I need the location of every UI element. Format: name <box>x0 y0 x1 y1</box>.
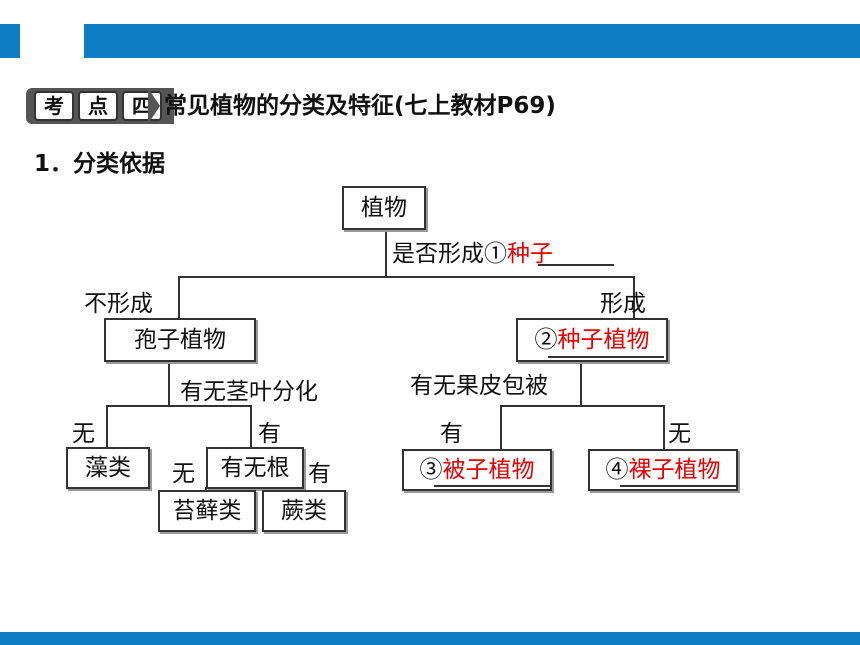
footer-bar <box>0 632 860 645</box>
criterion-stem-leaf: 有无茎叶分化 <box>180 379 318 405</box>
label-yes-stem-leaf: 有 <box>258 421 281 447</box>
header-accent-block <box>0 24 20 58</box>
answer-seed-underline <box>538 264 614 266</box>
answer-gymnosperm: 裸子植物 <box>628 457 721 483</box>
node-plants: 植物 <box>342 186 426 230</box>
criterion-seed: 是否形成①种子 <box>392 234 553 268</box>
subsection-title: 1．分类依据 <box>34 151 166 177</box>
root-q-drop <box>250 405 252 447</box>
badge-arrow-icon <box>148 88 160 124</box>
node-gymnosperm: ④裸子植物 <box>588 449 738 491</box>
label-root-yes: 有 <box>308 461 331 487</box>
label-no-stem-leaf: 无 <box>72 421 95 447</box>
label-root-no: 无 <box>172 461 195 487</box>
node-spore-plants: 孢子植物 <box>104 318 256 362</box>
answer-gymnosperm-underline <box>620 485 736 487</box>
algae-drop <box>106 405 108 447</box>
label-fruit-yes: 有 <box>440 421 463 447</box>
label-fruit-no: 无 <box>668 421 691 447</box>
answer-seed-plants-underline <box>548 356 664 358</box>
label-form: 形成 <box>600 291 646 317</box>
section-title: 常见植物的分类及特征(七上教材P69) <box>164 93 556 119</box>
label-not-form: 不形成 <box>84 291 153 317</box>
angio-drop <box>500 405 502 449</box>
answer-seed: 种子 <box>507 241 553 267</box>
answer-angiosperm-underline <box>434 485 550 487</box>
criterion-fruit-coat: 有无果皮包被 <box>410 373 548 399</box>
answer-seed-plants: 种子植物 <box>557 327 650 353</box>
seed-plants-num: ② <box>534 327 558 353</box>
seed-stem <box>580 362 582 406</box>
node-fern: 蕨类 <box>262 490 346 532</box>
header-bar <box>84 24 860 58</box>
gymno-drop <box>663 405 665 449</box>
left-drop-1 <box>178 276 180 318</box>
seed-horizontal <box>500 405 665 407</box>
root-stem <box>385 230 387 277</box>
badge-char-1: 考 <box>34 91 74 121</box>
angiosperm-num: ③ <box>419 457 443 483</box>
right-drop-1 <box>633 276 635 318</box>
spore-stem <box>168 362 170 406</box>
gymnosperm-num: ④ <box>605 457 629 483</box>
node-angiosperm: ③被子植物 <box>402 449 552 491</box>
badge-char-2: 点 <box>78 91 118 121</box>
criterion-seed-text: 是否形成① <box>392 241 507 267</box>
level1-horizontal <box>178 276 635 278</box>
node-seed-plants: ②种子植物 <box>516 318 668 362</box>
node-moss: 苔藓类 <box>158 490 256 532</box>
spore-horizontal <box>106 405 252 407</box>
answer-angiosperm: 被子植物 <box>442 457 535 483</box>
node-algae: 藻类 <box>66 447 150 489</box>
node-root-question: 有无根 <box>206 447 304 489</box>
